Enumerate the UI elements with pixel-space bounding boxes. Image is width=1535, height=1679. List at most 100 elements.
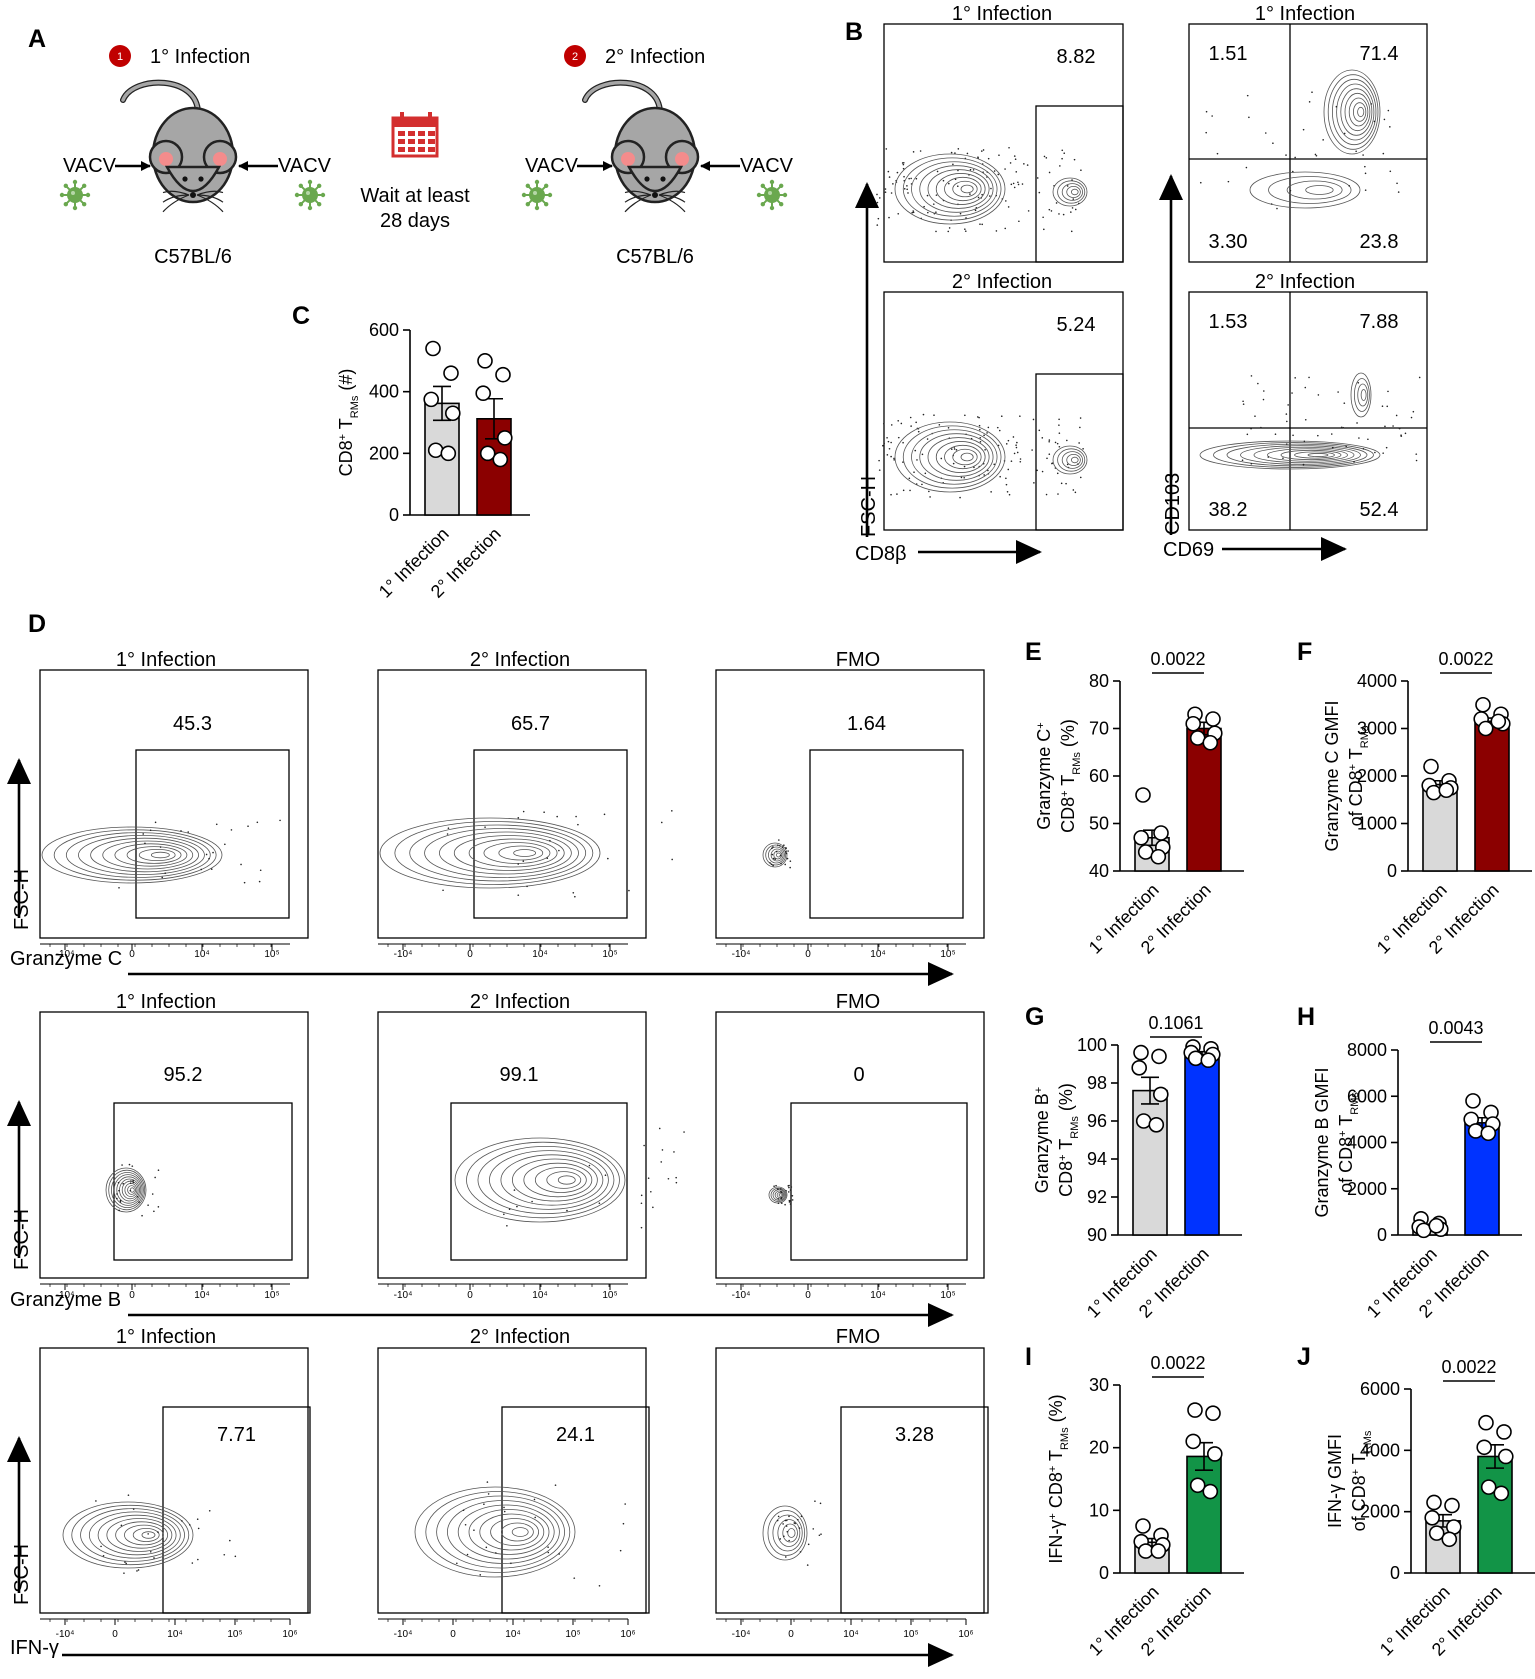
virus-spike-tip (320, 192, 326, 198)
y-tick-label: 50 (1089, 814, 1109, 834)
panel-letter: B (845, 18, 863, 46)
event-dot (1364, 189, 1367, 191)
virus-core (764, 187, 780, 203)
event-dot (780, 862, 782, 865)
event-dot (208, 857, 210, 860)
event-dot (1043, 228, 1045, 231)
data-point (1135, 787, 1151, 803)
y-axis-label: CD103 (1162, 473, 1184, 535)
event-dot (1042, 216, 1044, 219)
event-dot (503, 1506, 505, 1509)
x-tick-label: 10⁵ (903, 1629, 918, 1640)
event-dot (978, 424, 981, 427)
event-dot (547, 1551, 550, 1554)
event-dot (908, 477, 911, 480)
event-dot (814, 1500, 816, 1502)
mouse-eye (198, 176, 204, 182)
event-dot (1004, 168, 1006, 170)
calendar-day (428, 131, 435, 136)
contour-line (768, 846, 785, 864)
contour-line (513, 849, 537, 857)
event-dot (990, 491, 992, 493)
x-tick-label: 0 (129, 949, 135, 960)
event-dot (876, 193, 878, 196)
contour-line (1253, 446, 1355, 464)
event-dot (1013, 452, 1016, 455)
gate-percentage: 99.1 (500, 1064, 539, 1086)
event-dot (508, 1208, 511, 1210)
y-axis-label-text: of CD8+ TRMs (1336, 1092, 1361, 1193)
event-dot (1056, 472, 1059, 475)
event-dot (956, 185, 959, 188)
quadrant-percentage: 71.4 (1360, 43, 1399, 65)
event-dot (906, 185, 908, 187)
event-dot (988, 195, 991, 197)
wait-text: Wait at least (360, 185, 470, 207)
event-dot (1389, 126, 1391, 128)
calendar-day (418, 147, 425, 152)
contour-line (1323, 69, 1381, 155)
trm-population (1323, 69, 1381, 155)
event-dot (771, 853, 774, 856)
event-dot (473, 1529, 475, 1531)
mouse-whisker (196, 194, 224, 203)
data-point (1480, 1479, 1497, 1495)
y-axis-label: FSC-H (858, 476, 880, 537)
plot-title: 2° Infection (470, 649, 570, 671)
event-dot (887, 170, 890, 173)
event-dot (950, 151, 953, 154)
event-dot (208, 1509, 211, 1512)
event-dot (913, 471, 915, 474)
y-tick-label: 6000 (1347, 1086, 1387, 1106)
event-dot (965, 217, 967, 219)
contour-line (894, 421, 1006, 493)
virus-spike-tip (294, 192, 300, 198)
mouse-ear-inner (621, 152, 635, 166)
plot-title: 1° Infection (1255, 3, 1355, 25)
contour-line (927, 437, 990, 477)
contour-line (1066, 453, 1081, 466)
event-dot (784, 1519, 787, 1522)
plot-frame (1188, 23, 1428, 263)
event-dot (912, 211, 915, 214)
contour-line (127, 1185, 137, 1195)
event-dot (573, 1577, 576, 1579)
event-dot (993, 463, 996, 466)
contour-line (1249, 171, 1361, 209)
x-tick-label: 0 (129, 1290, 135, 1301)
y-tick-label: 60 (1089, 766, 1109, 786)
label-fragment: + (1347, 764, 1359, 770)
contour-line (1360, 389, 1367, 401)
data-point (1493, 1485, 1510, 1502)
label-fragment: RMs (1362, 1430, 1374, 1453)
virus-spike-tip (525, 183, 531, 189)
event-dot (130, 1180, 132, 1182)
event-dot (1274, 433, 1277, 436)
event-dot (1041, 437, 1044, 439)
virus-spike-tip (72, 179, 78, 185)
event-dot (1055, 202, 1058, 204)
event-dot (1065, 482, 1067, 485)
event-dot (888, 216, 890, 219)
contour-line (129, 1187, 135, 1193)
label-fragment: CD8 (1046, 1472, 1066, 1513)
x-tick-label: -10⁴ (732, 1629, 751, 1640)
contour-line (132, 1528, 160, 1543)
event-dot (200, 868, 203, 871)
event-dot (466, 1553, 469, 1556)
label-fragment: T (336, 418, 356, 434)
virus-icon (521, 179, 553, 211)
event-dot (996, 426, 999, 429)
event-dot (157, 1531, 159, 1533)
contour-line (438, 831, 572, 875)
label-fragment: + (1033, 1087, 1045, 1093)
bar (1477, 1455, 1513, 1574)
event-dot (1074, 208, 1077, 211)
data-point (423, 391, 440, 408)
mouse-head (164, 165, 222, 193)
mouse-head (626, 165, 684, 193)
